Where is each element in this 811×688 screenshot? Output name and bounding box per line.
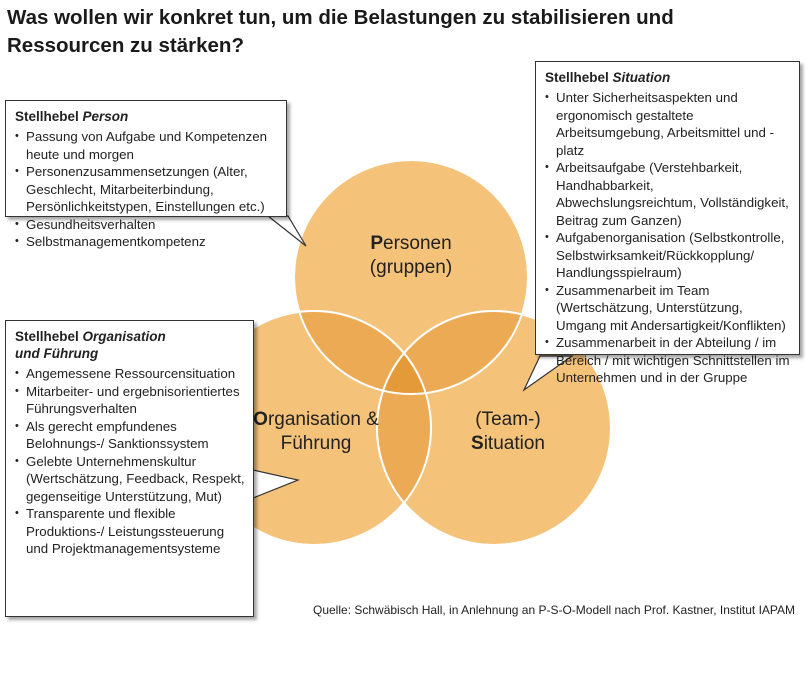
list-item: Zusammenarbeit in der Abteilung / im Ber… bbox=[545, 334, 791, 387]
overlap-personen-situation bbox=[377, 311, 528, 394]
box-stellhebel-organisation: Stellhebel Organisation und Führung Ange… bbox=[5, 320, 254, 617]
diagram-title: Was wollen wir konkret tun, um die Belas… bbox=[7, 6, 674, 57]
list-item: Unter Sicherheitsaspekten und ergonomisc… bbox=[545, 89, 791, 159]
list-item: Transparente und flexible Produktions-/ … bbox=[15, 505, 245, 558]
box-heading-situation: Stellhebel Situation bbox=[545, 70, 671, 85]
list-item: Angemessene Ressourcensituation bbox=[15, 365, 245, 383]
box-heading-organisation: Stellhebel Organisation und Führung bbox=[15, 329, 166, 361]
list-item: Gelebte Unternehmenskultur (Wertschätzun… bbox=[15, 453, 245, 506]
list-item: Personenzusammensetzungen (Alter, Geschl… bbox=[15, 163, 278, 216]
list-item: Zusammenarbeit im Team (Wertschätzung, U… bbox=[545, 282, 791, 335]
box-heading-person: Stellhebel Person bbox=[15, 109, 129, 124]
circle-label-organisation: Organisation & Führung bbox=[253, 409, 379, 454]
list-item: Selbstmanagementkompetenz bbox=[15, 233, 278, 251]
source-note: Quelle: Schwäbisch Hall, in Anlehnung an… bbox=[313, 603, 796, 617]
list-item: Arbeitsaufgabe (Verstehbarkeit, Handhabb… bbox=[545, 159, 791, 229]
circle-label-personen: Personen (gruppen) bbox=[369, 233, 453, 278]
list-item: Mitarbeiter- und ergebnisorientiertes Fü… bbox=[15, 383, 245, 418]
list-item: Als gerecht empfundenes Belohnungs-/ San… bbox=[15, 418, 245, 453]
list-item: Passung von Aufgabe und Kompetenzen heut… bbox=[15, 128, 278, 163]
list-item: Gesundheitsverhalten bbox=[15, 216, 278, 234]
box-stellhebel-situation: Stellhebel Situation Unter Sicherheitsas… bbox=[535, 61, 800, 385]
list-item: Aufgabenorganisation (Selbstkontrolle, S… bbox=[545, 229, 791, 282]
box-stellhebel-person: Stellhebel Person Passung von Aufgabe un… bbox=[5, 100, 287, 250]
overlap-personen-organisation bbox=[294, 311, 431, 394]
circle-label-situation: (Team-) Situation bbox=[471, 409, 545, 454]
